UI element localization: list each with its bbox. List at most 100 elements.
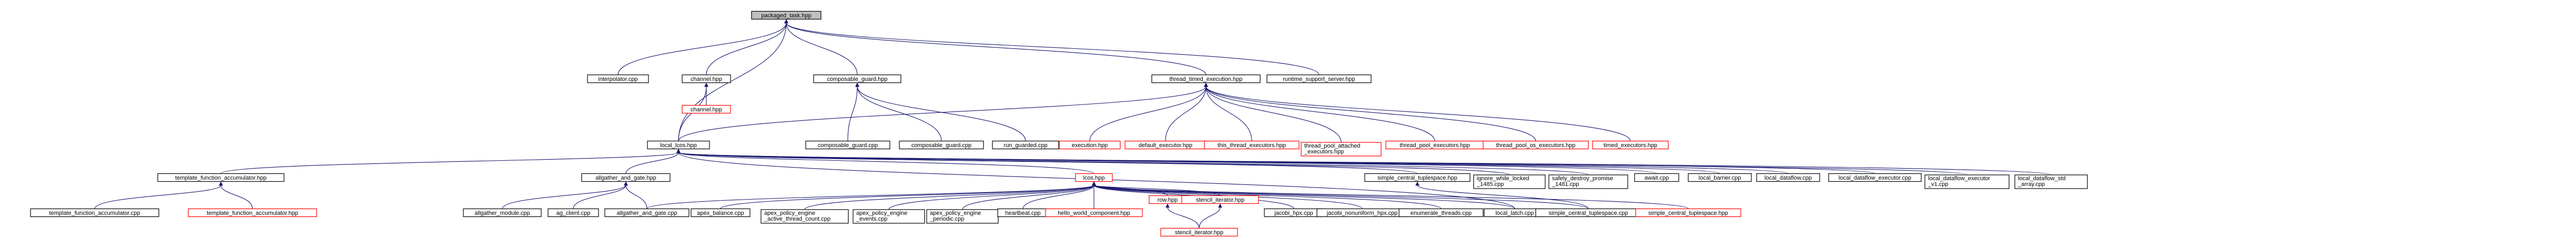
node-allgather_and_gate_cpp[interactable]: allgather_and_gate.cpp [604, 208, 689, 217]
edge-default_executor-to-thread_timed_execution [1165, 82, 1208, 141]
node-label: thread_timed_execution.hpp [1170, 76, 1243, 82]
node-label: local_dataflow.cpp [1764, 175, 1812, 181]
node-box [760, 209, 849, 224]
node-apex_policy_engine_periodic[interactable]: apex_policy_engine_periodic.cpp [926, 209, 999, 224]
node-composable_guard_cpp2[interactable]: composable_guard.cpp [899, 140, 984, 150]
node-enumerate_threads[interactable]: enumerate_threads.cpp [1398, 208, 1484, 217]
node-box [992, 140, 1059, 150]
edge-this_thread_executors-to-thread_timed_execution [1204, 82, 1252, 141]
edge-local_lcos-to-packaged_task [678, 19, 788, 141]
node-timed_executors[interactable]: timed_executors.hpp [1592, 140, 1669, 150]
node-label: simple_central_tuplespace.cpp [1548, 210, 1628, 216]
node-box [853, 209, 925, 224]
node-thread_timed_execution[interactable]: thread_timed_execution.hpp [1151, 74, 1261, 84]
node-label: _v1.cpp [1928, 181, 1949, 188]
node-composable_guard_hpp[interactable]: composable_guard.hpp [813, 74, 901, 84]
node-this_thread_executors[interactable]: this_thread_executors.hpp [1204, 140, 1300, 150]
node-template_function_accumulator_red[interactable]: template_function_accumulator.hpp [188, 208, 317, 217]
node-box [1756, 173, 1820, 182]
node-box [1635, 208, 1741, 217]
node-ignore_while_locked[interactable]: ignore_while_locked_1485.cpp [1473, 174, 1546, 189]
node-local_latch[interactable]: local_latch.cpp [1484, 208, 1546, 217]
node-local_dataflow_executor_v1[interactable]: local_dataflow_executor_v1.cpp [1924, 174, 2010, 189]
node-runtime_support_server[interactable]: runtime_support_server.hpp [1266, 74, 1372, 84]
node-label: _periodic.cpp [929, 216, 964, 222]
node-ag_client[interactable]: ag_client.cpp [547, 208, 599, 217]
node-stencil_iterator_red2[interactable]: stencil_iterator.hpp [1160, 227, 1238, 237]
node-local_lcos[interactable]: local_lcos.hpp [647, 140, 710, 150]
edge-apex_policy_engine_events-to-lcos_hpp [888, 181, 1096, 210]
node-apex_policy_engine_active[interactable]: apex_policy_engine_active_thread_count.c… [760, 209, 849, 224]
edge-template_function_accumulator_hpp-to-local_lcos [220, 149, 681, 174]
node-run_guarded[interactable]: run_guarded.cpp [992, 140, 1059, 150]
edge-simple_central_tuplespace_cpp-to-lcos_hpp [1092, 181, 1589, 209]
node-allgather_module[interactable]: allgather_module.cpp [463, 208, 542, 217]
node-label: jacobi_nonuniform_hpx.cpp [1326, 210, 1398, 216]
edge-thread_pool_executors-to-thread_timed_execution [1204, 82, 1435, 141]
node-simple_central_tuplespace_cpp[interactable]: simple_central_tuplespace.cpp [1535, 208, 1641, 217]
node-label: local_latch.cpp [1496, 210, 1534, 216]
node-template_function_accumulator_cpp[interactable]: template_function_accumulator.cpp [30, 208, 159, 217]
node-box [1301, 142, 1382, 157]
node-thread_pool_attached[interactable]: thread_pool_attached_executors.hpp [1301, 142, 1382, 157]
node-template_function_accumulator_hpp[interactable]: template_function_accumulator.hpp [157, 173, 285, 182]
node-box [1266, 74, 1372, 84]
edge-enumerate_threads-to-lcos_hpp [1092, 181, 1442, 209]
node-local_dataflow_executor[interactable]: local_dataflow_executor.cpp [1828, 173, 1922, 182]
node-interpolator[interactable]: interpolator.cpp [587, 74, 649, 84]
node-local_dataflow_std_array[interactable]: local_dataflow_std_array.cpp [2014, 174, 2088, 189]
node-safely_destroy_promise[interactable]: safely_destroy_promise_1481.cpp [1548, 174, 1628, 189]
node-packaged_task[interactable]: packaged_task.hpp [751, 11, 822, 20]
node-simple_central_tuplespace_red[interactable]: simple_central_tuplespace.hpp [1635, 208, 1741, 217]
node-allgather_and_gate_hpp[interactable]: allgather_and_gate.hpp [581, 173, 671, 182]
node-label: interpolator.cpp [598, 76, 637, 82]
node-jacobi_nonuniform_hpx[interactable]: jacobi_nonuniform_hpx.cpp [1316, 208, 1408, 217]
edge-allgather_module-to-allgather_and_gate_hpp [502, 181, 628, 209]
node-box [587, 74, 649, 84]
node-box [1181, 195, 1259, 204]
node-stencil_iterator_hpp[interactable]: stencil_iterator.hpp [1181, 195, 1259, 204]
node-execution_hpp[interactable]: execution.hpp [1059, 140, 1121, 150]
node-label: allgather_and_gate.hpp [595, 175, 656, 181]
edge-timed_executors-to-thread_timed_execution [1204, 82, 1631, 141]
node-box [1160, 227, 1238, 237]
edge-apex_policy_engine_active-to-lcos_hpp [804, 181, 1096, 210]
node-apex_balance[interactable]: apex_balance.cpp [691, 208, 751, 217]
node-await_cpp[interactable]: await.cpp [1634, 173, 1679, 182]
node-box [1398, 208, 1484, 217]
node-label: thread_pool_executors.hpp [1399, 142, 1469, 149]
edge-interpolator-to-packaged_task [617, 19, 788, 75]
node-heartbeat[interactable]: heartbeat.cpp [997, 208, 1049, 217]
node-label: execution.hpp [1072, 142, 1108, 149]
edge-allgather_and_gate_cpp-to-allgather_and_gate_hpp [624, 181, 647, 209]
node-box [682, 74, 731, 84]
node-composable_guard_cpp1[interactable]: composable_guard.cpp [805, 140, 890, 150]
node-box [1364, 173, 1470, 182]
edge-local_lcos-to-channel_hpp [678, 82, 708, 141]
node-label: _active_thread_count.cpp [764, 216, 830, 222]
node-thread_pool_os_executors[interactable]: thread_pool_os_executors.hpp [1483, 140, 1589, 150]
node-local_dataflow[interactable]: local_dataflow.cpp [1756, 173, 1820, 182]
node-channel_red[interactable]: channel.hpp [682, 105, 731, 114]
node-channel_hpp[interactable]: channel.hpp [682, 74, 731, 84]
node-row_hpp[interactable]: row.hpp [1149, 195, 1186, 204]
node-label: _events.cpp [856, 216, 887, 222]
node-label: composable_guard.hpp [827, 76, 888, 82]
node-hello_world_component[interactable]: hello_world_component.hpp [1045, 208, 1143, 217]
node-label: enumerate_threads.cpp [1411, 210, 1472, 216]
edge-run_guarded-to-composable_guard_hpp [855, 82, 1026, 141]
node-local_barrier[interactable]: local_barrier.cpp [1688, 173, 1752, 182]
edge-stencil_iterator_red2-to-row_hpp [1165, 203, 1200, 228]
edge-runtime_support_server-to-packaged_task [784, 19, 1320, 75]
node-thread_pool_executors[interactable]: thread_pool_executors.hpp [1385, 140, 1484, 150]
node-lcos_hpp[interactable]: lcos.hpp [1075, 173, 1113, 182]
node-jacobi_hpx[interactable]: jacobi_hpx.cpp [1264, 208, 1324, 217]
node-apex_policy_engine_events[interactable]: apex_policy_engine_events.cpp [853, 209, 925, 224]
node-box [751, 11, 822, 20]
node-simple_central_tuplespace_hpp[interactable]: simple_central_tuplespace.hpp [1364, 173, 1470, 182]
node-label: composable_guard.cpp [911, 142, 971, 149]
node-default_executor[interactable]: default_executor.hpp [1124, 140, 1206, 150]
node-label: stencil_iterator.hpp [1175, 230, 1223, 236]
